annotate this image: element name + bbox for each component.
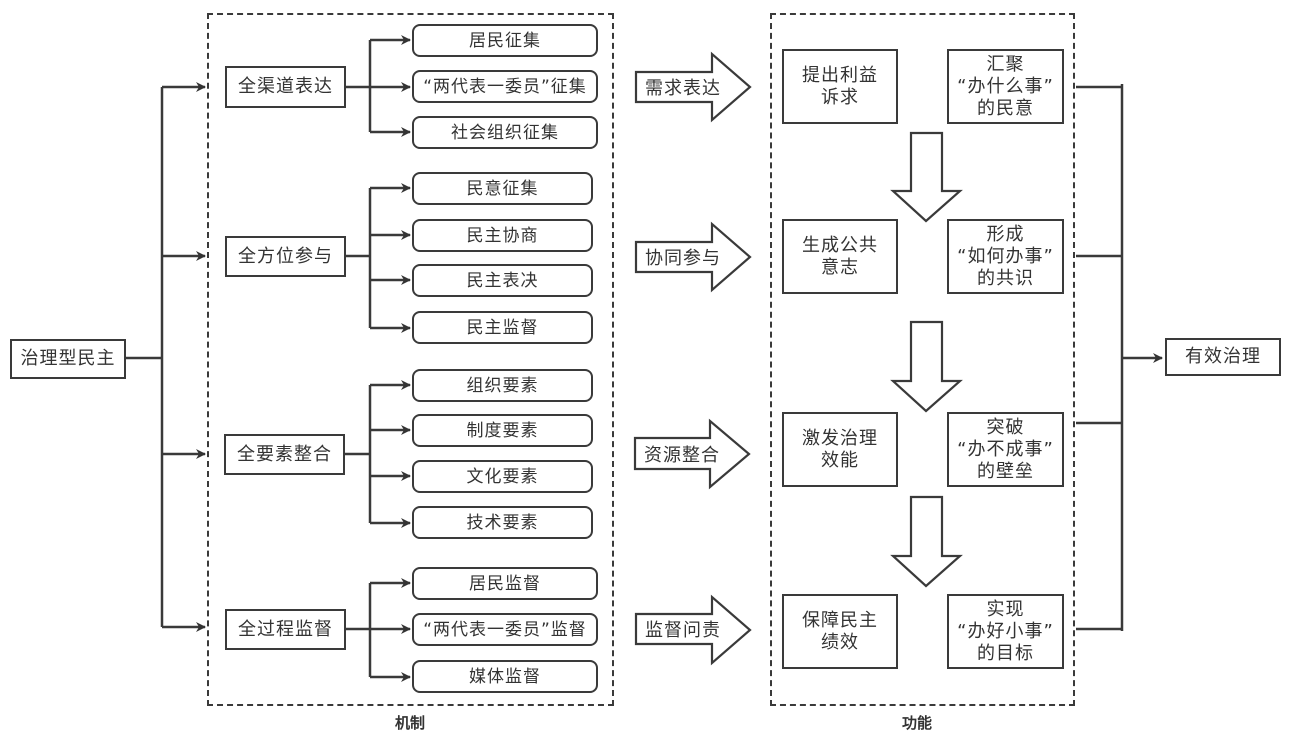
function-right-3: 突破 “办不成事” 的壁垒	[947, 412, 1064, 487]
item-node: 文化要素	[412, 460, 593, 493]
item-node: 组织要素	[412, 369, 593, 402]
mechanism-caption: 机制	[395, 714, 426, 732]
function-left-1: 提出利益 诉求	[782, 49, 898, 124]
function-container	[770, 13, 1075, 706]
group-node-4: 全过程监督	[225, 609, 346, 650]
mechanism-container	[207, 13, 614, 706]
item-node: 居民征集	[412, 24, 598, 57]
function-right-4: 实现 “办好小事” 的目标	[947, 594, 1064, 669]
item-node: 技术要素	[412, 506, 593, 539]
link-arrow-3	[633, 418, 751, 490]
down-arrow-3	[890, 495, 963, 588]
function-left-2: 生成公共 意志	[782, 219, 898, 294]
function-left-3: 激发治理 效能	[782, 412, 898, 487]
item-node: 制度要素	[412, 414, 593, 447]
item-node: “两代表一委员”监督	[412, 613, 598, 646]
root-node: 治理型民主	[10, 339, 126, 379]
item-node: 媒体监督	[412, 660, 598, 693]
item-node: 民意征集	[412, 172, 593, 205]
flow-down-arrows	[890, 131, 963, 588]
item-node: 居民监督	[412, 567, 598, 600]
down-arrow-2	[890, 320, 963, 413]
link-arrow-1	[634, 51, 752, 123]
group-node-3: 全要素整合	[224, 434, 345, 475]
item-node: 民主协商	[412, 219, 593, 252]
link-arrow-4	[634, 594, 752, 666]
link-label-4: 监督问责	[645, 620, 721, 641]
down-arrow-1	[890, 131, 963, 223]
link-arrow-2	[634, 221, 752, 293]
item-node: 民主表决	[412, 264, 593, 297]
link-label-1: 需求表达	[645, 78, 721, 99]
item-node: “两代表一委员”征集	[412, 70, 598, 103]
function-right-2: 形成 “如何办事” 的共识	[947, 219, 1064, 294]
function-caption: 功能	[902, 714, 933, 732]
item-node: 社会组织征集	[412, 116, 598, 149]
result-node: 有效治理	[1165, 338, 1281, 376]
item-node: 民主监督	[412, 311, 593, 344]
link-arrows	[633, 51, 752, 666]
group-node-2: 全方位参与	[225, 236, 346, 277]
function-right-1: 汇聚 “办什么事” 的民意	[947, 49, 1064, 124]
group-node-1: 全渠道表达	[225, 66, 346, 108]
link-label-2: 协同参与	[645, 248, 721, 269]
link-label-3: 资源整合	[644, 445, 720, 466]
function-left-4: 保障民主 绩效	[782, 594, 898, 669]
